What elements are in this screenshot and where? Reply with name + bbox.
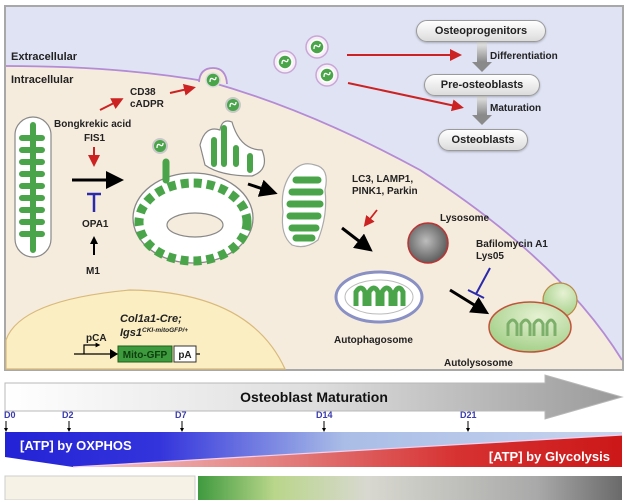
autolysosome [488, 282, 578, 353]
differentiation-label: Differentiation [490, 51, 558, 62]
extracellular-label: Extracellular [11, 51, 78, 63]
down-arrow-maturation [472, 95, 492, 125]
down-arrow-differentiation [472, 42, 492, 72]
intracellular-label: Intracellular [11, 74, 74, 86]
bottom-bar-early [4, 475, 196, 500]
m1-label: M1 [86, 266, 100, 277]
cell-membrane [5, 65, 623, 361]
extracellular-vesicles [273, 35, 339, 87]
stage-pre-osteoblasts: Pre-osteoblasts [424, 74, 540, 96]
glycolysis-label: [ATP] by Glycolysis [489, 449, 610, 464]
opa1-inhibition [87, 192, 101, 212]
day-label: D21 [460, 410, 477, 420]
vesicle [305, 35, 329, 59]
red-arrow-maturation [347, 82, 464, 112]
nucleus [5, 289, 286, 370]
mito-gfp-box [117, 345, 173, 363]
damaged-mitochondrion [281, 163, 327, 248]
autolysosome-label: Autolysosome [444, 358, 513, 369]
oxphos-wedge [5, 432, 622, 467]
cadpr-label: cADPR [130, 99, 165, 110]
lc3-lamp1-label: LC3, LAMP1, [352, 174, 413, 185]
fis1-label: FIS1 [84, 133, 106, 144]
cd38-label: CD38 [130, 87, 156, 98]
vesicle [225, 97, 241, 113]
bongkrekic-acid-label: Bongkrekic acid [54, 119, 131, 130]
genotype-line1: Col1a1-Cre; [120, 313, 182, 325]
oxphos-label: [ATP] by OXPHOS [20, 438, 132, 453]
ring-mitochondrion [132, 158, 254, 266]
red-arrow [99, 98, 124, 111]
wedge-divider [72, 434, 623, 468]
autophagosome-label: Autophagosome [334, 335, 413, 346]
vesicle [273, 50, 297, 74]
genotype-base: Igs1 [120, 327, 142, 339]
pink1-parkin-label: PINK1, Parkin [352, 186, 418, 197]
day-label: D7 [175, 410, 187, 420]
vesicle [315, 63, 339, 87]
budding-vesicle [198, 67, 228, 88]
genotype-superscript: CKI-mitoGFP/+ [142, 327, 188, 334]
lysosome-label: Lysosome [440, 213, 490, 224]
autophagosome [334, 270, 424, 324]
maturation-label: Maturation [490, 103, 541, 114]
timeline-title: Osteoblast Maturation [240, 389, 388, 405]
polya-box [173, 345, 197, 363]
day-label: D2 [62, 410, 74, 420]
fragmented-mitochondrion [199, 120, 265, 177]
elongated-mitochondrion [14, 116, 52, 258]
mitophagy-arrow [341, 226, 373, 252]
vesicle [152, 138, 168, 154]
lysosome [407, 222, 449, 264]
day-label: D0 [4, 410, 16, 420]
promoter-label: pCA [86, 333, 107, 344]
genotype-line2: Igs1CKI-mitoGFP/+ [120, 327, 188, 339]
opa1-label: OPA1 [82, 219, 109, 230]
day-label: D14 [316, 410, 333, 420]
bottom-bar-gradient [198, 476, 622, 500]
lys05-label: Lys05 [476, 251, 504, 262]
bafilomycin-label: Bafilomycin A1 [476, 239, 548, 250]
stage-osteoblasts: Osteoblasts [438, 129, 528, 151]
day-markers: D0 D2 D7 D14 D21 [4, 410, 477, 432]
bafilomycin-inhibition [467, 267, 491, 299]
polya-label: pA [178, 350, 191, 361]
maturation-arrow [4, 374, 624, 420]
mito-gfp-label: Mito-GFP [123, 350, 168, 361]
red-arrow [363, 209, 378, 227]
stage-osteoprogenitors: Osteoprogenitors [416, 20, 546, 42]
construct-diagram [74, 342, 200, 363]
red-arrow [169, 83, 196, 96]
fusion-arrow [449, 288, 490, 315]
damage-arrow [247, 179, 278, 197]
